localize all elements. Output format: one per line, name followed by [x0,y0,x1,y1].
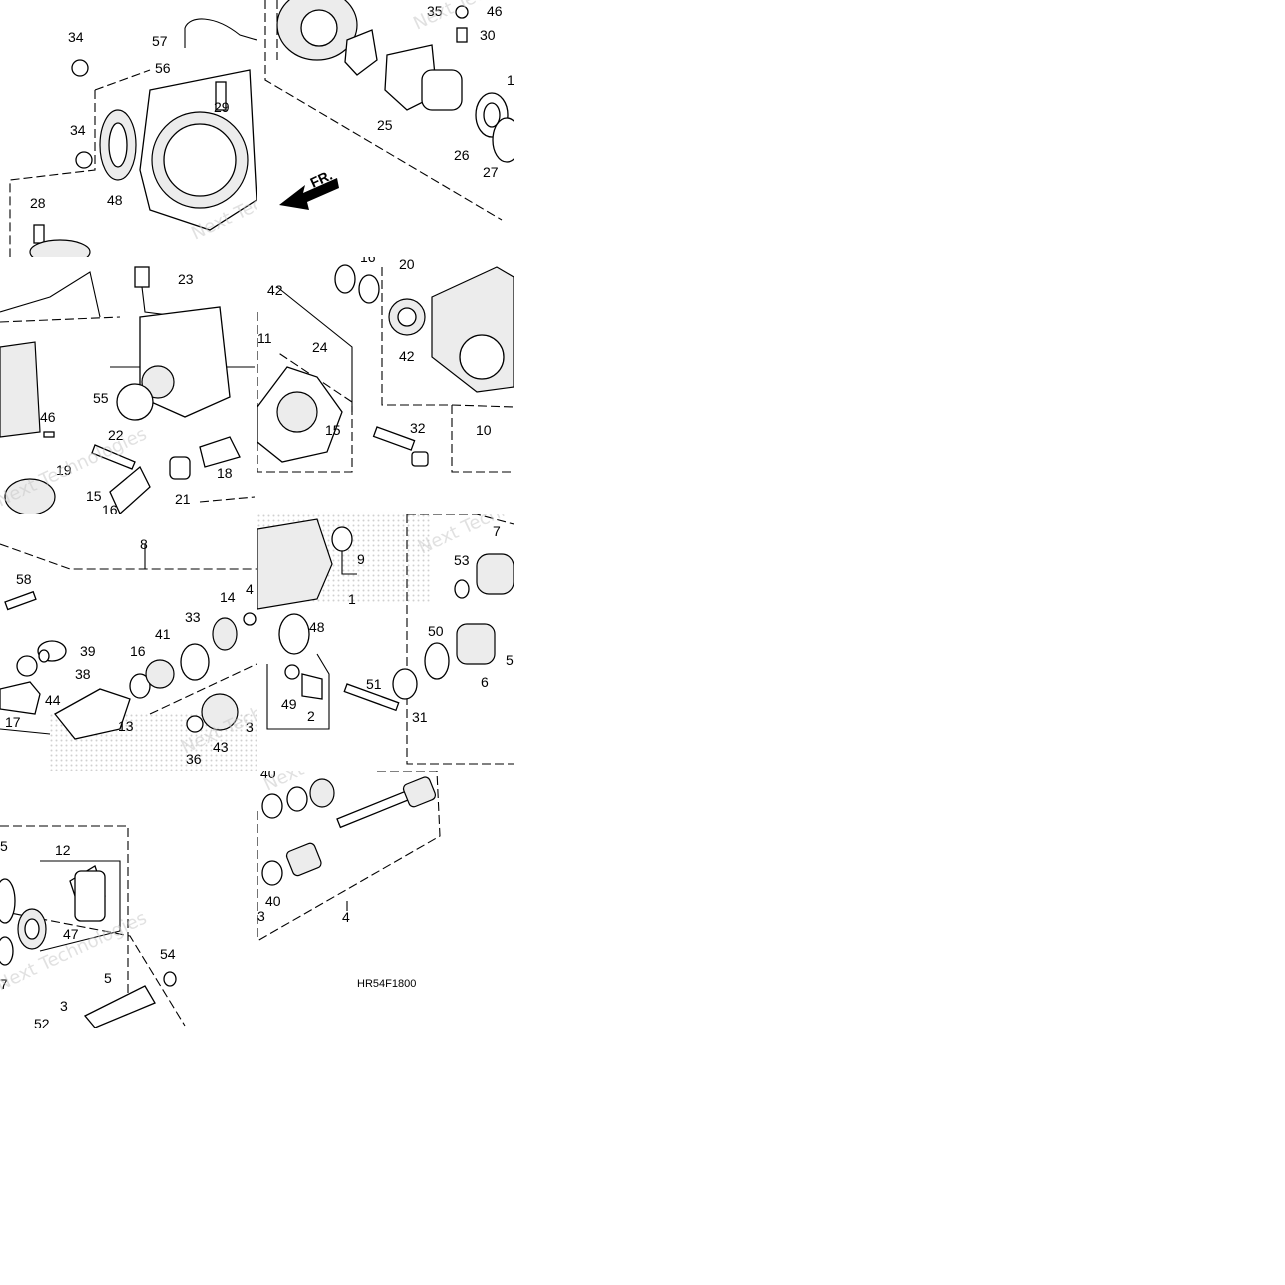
callout-label: 25 [377,117,393,133]
callout-label: 42 [267,282,283,298]
callout-label: 31 [412,709,428,725]
callout-label: 15 [325,422,341,438]
callout-label: 22 [108,427,124,443]
callout-label: 1 [507,72,514,88]
callout-label: 6 [481,674,489,690]
callout-label: 54 [160,946,176,962]
callout-label: 55 [93,390,109,406]
callout-label: 30 [480,27,496,43]
callout-label: 58 [16,571,32,587]
callout-label: 40 [265,893,281,909]
callout-label: 16 [102,502,118,514]
callout-label: 20 [399,257,415,272]
diagram-tile-ring-gear: 16 20 42 11 24 15 32 42 10 [257,257,514,514]
callout-label: 38 [75,666,91,682]
callout-label: 4 [342,909,350,925]
callout-label: 16 [360,257,376,265]
callout-label: 16 [130,643,146,659]
callout-label: 17 [5,714,21,730]
callout-label: 11 [257,330,272,346]
callout-label: 51 [366,676,382,692]
callout-label: 47 [63,926,79,942]
callout-label: 49 [281,696,297,712]
callout-label: 10 [476,422,492,438]
diagram-tile-actuator: 23 55 46 22 21 18 19 15 16 Next Technolo… [0,257,257,514]
diagram-tile-housing: 9 1 48 49 2 31 51 53 7 50 6 5 Next Techn… [257,514,514,771]
callout-label: 5 [0,838,8,854]
callout-label: 33 [185,609,201,625]
callout-label: 52 [34,1016,50,1028]
callout-label: 34 [70,122,86,138]
callout-label: 44 [45,692,61,708]
callout-label: 12 [55,842,71,858]
callout-label: 5 [104,970,112,986]
callout-label: 3 [257,908,265,924]
callout-label: 7 [0,976,8,992]
callout-label: 56 [155,60,171,76]
diagram-tile-output: 5 12 47 54 5 7 3 52 Next Technologies [0,771,257,1028]
callout-label: 48 [309,619,325,635]
callout-label: 32 [410,420,426,436]
diagram-tile-differential: FR. 35 46 30 1 25 26 27 Next Technologie… [257,0,514,257]
callout-label: 4 [246,581,254,597]
callout-label: 57 [152,33,168,49]
callout-label: 13 [118,718,134,734]
callout-label: 24 [312,339,328,355]
diagram-tile-cover: 34 57 56 29 34 48 28 Next Technologies [0,0,257,257]
callout-label: 40 [260,771,276,781]
callout-label: 3 [60,998,68,1014]
callout-label: 46 [40,409,56,425]
callout-label: 1 [348,591,356,607]
callout-label: 35 [427,3,443,19]
callout-label: 21 [175,491,191,507]
diagram-tile-shaft: 40 40 4 3 HR54F1800 Next Technologies [257,771,514,1028]
callout-label: 8 [140,536,148,552]
callout-label: 43 [213,739,229,755]
callout-label: 48 [107,192,123,208]
callout-label: 18 [217,465,233,481]
diagram-code: HR54F1800 [357,978,416,990]
callout-label: 7 [493,523,501,539]
callout-label: 50 [428,623,444,639]
callout-label: 2 [307,708,315,724]
callout-label: 36 [186,751,202,767]
callout-label: 42 [399,348,415,364]
callout-label: 9 [357,551,365,567]
callout-label: 28 [30,195,46,211]
callout-label: 41 [155,626,171,642]
callout-label: 26 [454,147,470,163]
callout-label: 46 [487,3,503,19]
callout-label: 15 [86,488,102,504]
callout-label: 29 [214,99,230,115]
callout-label: 5 [506,652,514,668]
callout-label: 39 [80,643,96,659]
callout-label: 34 [68,29,84,45]
callout-label: 3 [246,719,254,735]
callout-label: 19 [56,462,72,478]
callout-label: 14 [220,589,236,605]
watermark: Next Technologies [260,771,417,796]
diagram-tile-pinion: 8 58 39 38 44 17 16 41 33 14 4 13 36 43 … [0,514,257,771]
callout-label: 27 [483,164,499,180]
callout-label: 53 [454,552,470,568]
callout-label: 23 [178,271,194,287]
